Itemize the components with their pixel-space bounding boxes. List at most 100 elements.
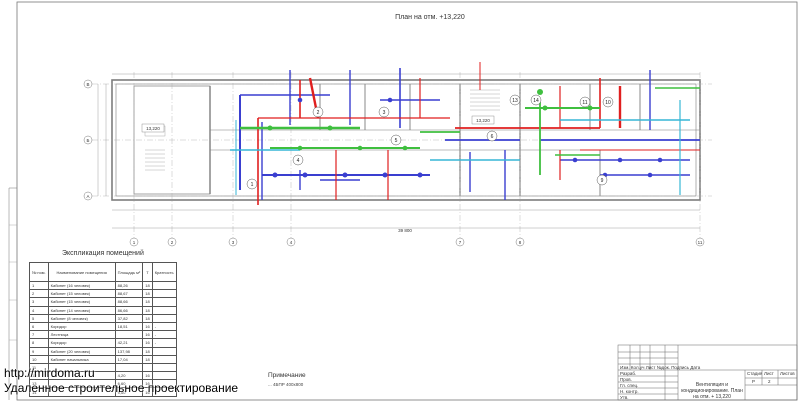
table-cell: Кабинет (15 человек) xyxy=(47,297,116,307)
tb-label: №док. xyxy=(656,365,670,370)
dimension-lines xyxy=(97,73,700,229)
stair-left xyxy=(144,125,166,171)
tb-stage-head: Листов xyxy=(780,371,795,376)
room-number: 1 xyxy=(251,182,254,188)
table-cell: 18 xyxy=(142,313,153,323)
table-cell: Кабинет (14 человек) xyxy=(47,305,116,315)
tb-role: Пров. xyxy=(620,377,632,382)
tb-stage-head: Лист xyxy=(764,371,774,376)
tb-role: Утв. xyxy=(620,395,629,400)
table-cell: 8 xyxy=(29,338,49,348)
tb-label: Изм. xyxy=(620,365,630,370)
table-cell: 3 xyxy=(29,297,49,307)
table-cell: Кабинет начальника xyxy=(47,354,116,364)
table-cell: 18 xyxy=(142,354,153,364)
room-number: 2 xyxy=(317,110,320,116)
col-axis-7: 7 xyxy=(459,240,462,245)
table-cell: 17,04 xyxy=(114,354,144,364)
col-axis-3: 3 xyxy=(232,240,235,245)
watermark-slogan: Удаленное строительное проектирование xyxy=(4,381,239,395)
level-value: 13,220 xyxy=(476,118,490,123)
green-diffusers xyxy=(267,89,593,151)
table-cell xyxy=(151,305,177,315)
room-number: 14 xyxy=(533,98,539,104)
table-cell xyxy=(142,362,153,373)
table-cell xyxy=(114,362,144,373)
table-cell xyxy=(114,330,144,340)
col-axis-11: 11 xyxy=(698,240,703,245)
room-number: 10 xyxy=(605,100,611,106)
row-axis-markers xyxy=(83,79,93,201)
supply-ducts xyxy=(257,62,700,205)
diffusers xyxy=(272,97,663,178)
table-cell: 4,20 xyxy=(114,371,144,381)
table-cell: Кабинет (15 человек) xyxy=(47,289,116,299)
tb-role: Разраб. xyxy=(620,371,637,376)
table-cell: - xyxy=(151,321,177,332)
titleblock-labels: Изм. Кол.уч Лист №док. Подпись Дата xyxy=(620,365,780,370)
col-header: Наименование помещения xyxy=(47,262,116,282)
table-cell xyxy=(151,289,177,299)
room-number: 6 xyxy=(491,134,494,140)
table-cell: 18 xyxy=(142,289,153,299)
table-cell: 4 xyxy=(29,305,49,315)
col-header: Площадь м² xyxy=(114,262,144,282)
cyan-ducts xyxy=(230,100,690,195)
explication-title: Экспликация помещений xyxy=(62,250,144,257)
table-cell: 5 xyxy=(29,313,49,323)
table-cell: 16 xyxy=(142,371,153,381)
table-cell: 18 xyxy=(142,346,153,356)
table-cell: Кабинет (20 человек) xyxy=(47,346,116,356)
table-cell: 137,98 xyxy=(114,346,144,356)
green-ducts xyxy=(240,87,700,175)
col-axis-4: 4 xyxy=(290,240,293,245)
table-cell xyxy=(151,313,177,323)
tb-label: Подпись xyxy=(671,365,689,370)
table-cell xyxy=(151,346,177,356)
table-cell xyxy=(151,297,177,307)
room-number: 3 xyxy=(383,110,386,116)
table-cell xyxy=(151,280,177,291)
room-number: 4 xyxy=(297,158,300,164)
row-axis-a: А xyxy=(86,194,89,199)
table-cell xyxy=(151,387,177,397)
tb-label: Кол.уч xyxy=(630,365,645,370)
level-mark-left: 13,220 xyxy=(141,123,165,133)
room-number: 13 xyxy=(512,98,518,104)
table-cell xyxy=(47,387,116,397)
col-axis-2: 2 xyxy=(171,240,174,245)
note-text: ... 4БПР 400х800 xyxy=(268,382,304,387)
table-cell xyxy=(151,371,177,381)
table-cell: 1 xyxy=(29,280,49,291)
title-block xyxy=(617,344,798,401)
table-cell: 18 xyxy=(142,305,153,315)
row-axis-b: Б xyxy=(87,138,90,143)
table-cell: 86,66 xyxy=(114,305,144,315)
tb-label: Дата xyxy=(690,365,701,370)
margin-cells xyxy=(9,224,17,341)
table-cell: 16 xyxy=(142,330,153,340)
tb-role: Н. контр. xyxy=(620,389,639,394)
table-cell xyxy=(151,362,177,373)
room-number: 9 xyxy=(601,178,604,184)
table-cell: Лестница xyxy=(47,330,116,340)
tb-role: Гл. спец. xyxy=(620,383,639,388)
table-cell: 42,21 xyxy=(114,338,144,348)
table-cell: 10 xyxy=(29,354,49,364)
table-cell: 18,51 xyxy=(114,321,144,332)
level-mark-right: 13,220 xyxy=(471,115,495,125)
note-title: Примечание xyxy=(268,372,306,379)
table-cell: 37,82 xyxy=(114,313,144,323)
table-cell: 88,66 xyxy=(114,297,144,307)
